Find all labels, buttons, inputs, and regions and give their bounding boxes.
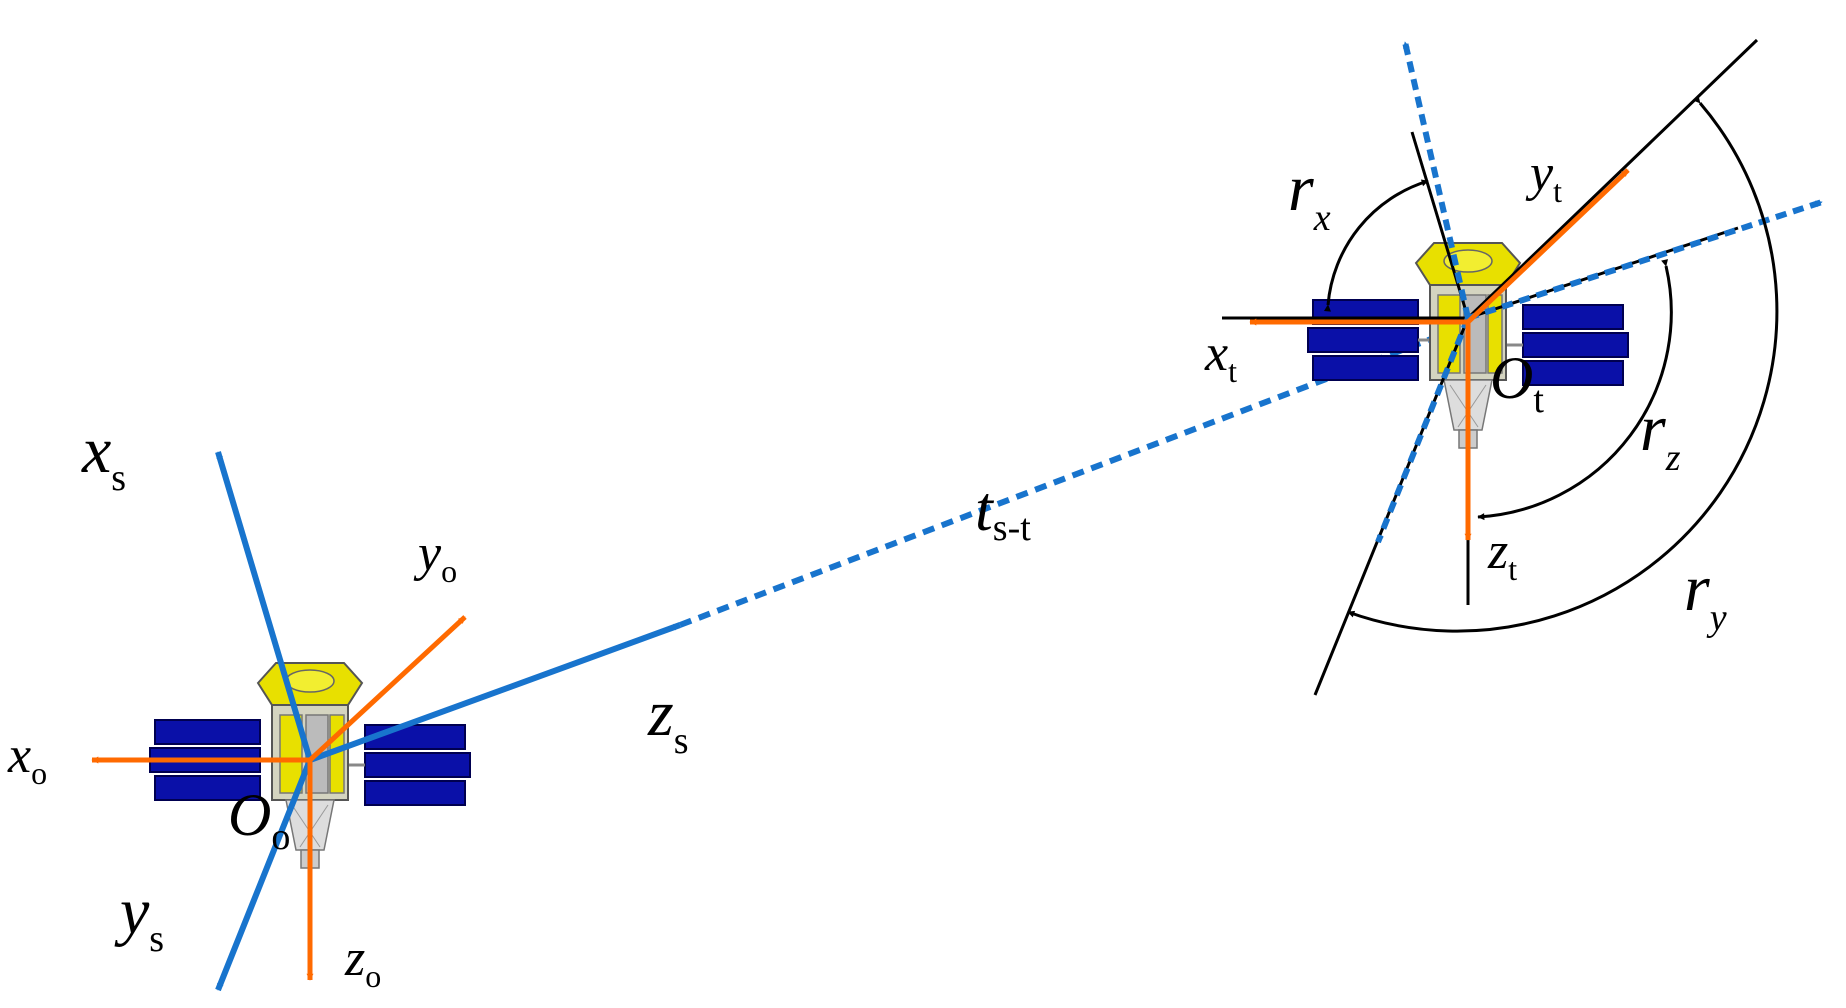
Oo-label: Oo [228,782,290,858]
rotated-x-axis [1402,41,1471,319]
ry-arc [1347,95,1779,633]
rotation-arcs [1323,95,1779,633]
zt-label: zt [1487,523,1517,587]
rx-arc [1323,179,1429,312]
xo-label: xo [7,727,47,791]
rotated-y-axis [1467,199,1823,321]
yo-axis [308,615,467,762]
chaser-body-axes [215,451,682,992]
tst-label: ts-t [975,473,1031,549]
xs-axis [215,451,313,761]
yo-label: yo [413,525,457,589]
ry-label: ry [1684,552,1727,639]
rx-label: rx [1288,152,1331,239]
yt-label: yt [1525,145,1562,209]
zs-label: zs [647,677,688,762]
y-reference-line [1466,38,1759,320]
ys-axis [215,758,313,992]
chaser-orbit-axes [91,615,467,981]
xs-label: xs [81,414,126,499]
ys-label: ys [114,875,164,960]
zs-axis [308,622,682,763]
rz-label: rz [1640,392,1681,479]
zo-label: zo [344,930,381,994]
xt-label: xt [1204,325,1237,389]
Ot-label: Ot [1490,345,1544,421]
